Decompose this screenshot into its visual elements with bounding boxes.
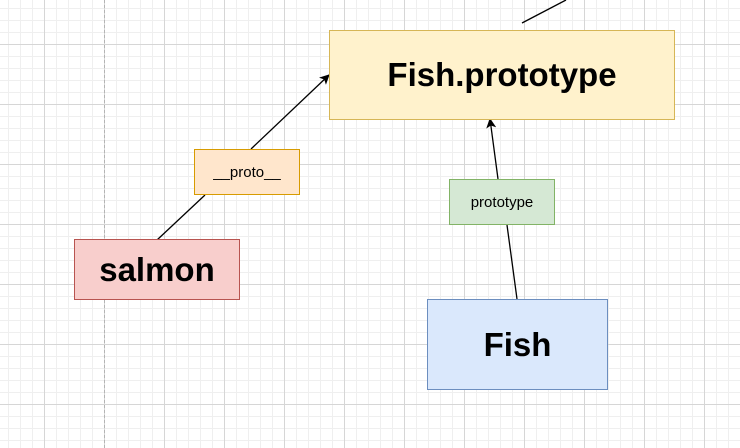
prototype-edge-lower [506, 224, 518, 300]
vertical-guide-line [104, 0, 105, 448]
proto-edge-lower [156, 194, 206, 241]
salmon-label: salmon [99, 250, 215, 288]
prototype-edge-upper [486, 118, 499, 180]
fish-label: Fish [483, 325, 552, 363]
partial-edge-top [521, 0, 567, 24]
fish-prototype-label: Fish.prototype [387, 56, 617, 93]
prototype-edge-label-text: prototype [470, 193, 534, 211]
proto-edge-label[interactable]: __proto__ [194, 149, 300, 195]
salmon-node[interactable]: salmon [74, 239, 240, 300]
prototype-edge-label[interactable]: prototype [449, 179, 555, 225]
fish-prototype-node[interactable]: Fish.prototype [329, 30, 675, 120]
proto-edge-label-text: __proto__ [213, 163, 281, 181]
fish-node[interactable]: Fish [427, 299, 608, 390]
proto-edge-upper [250, 74, 330, 150]
